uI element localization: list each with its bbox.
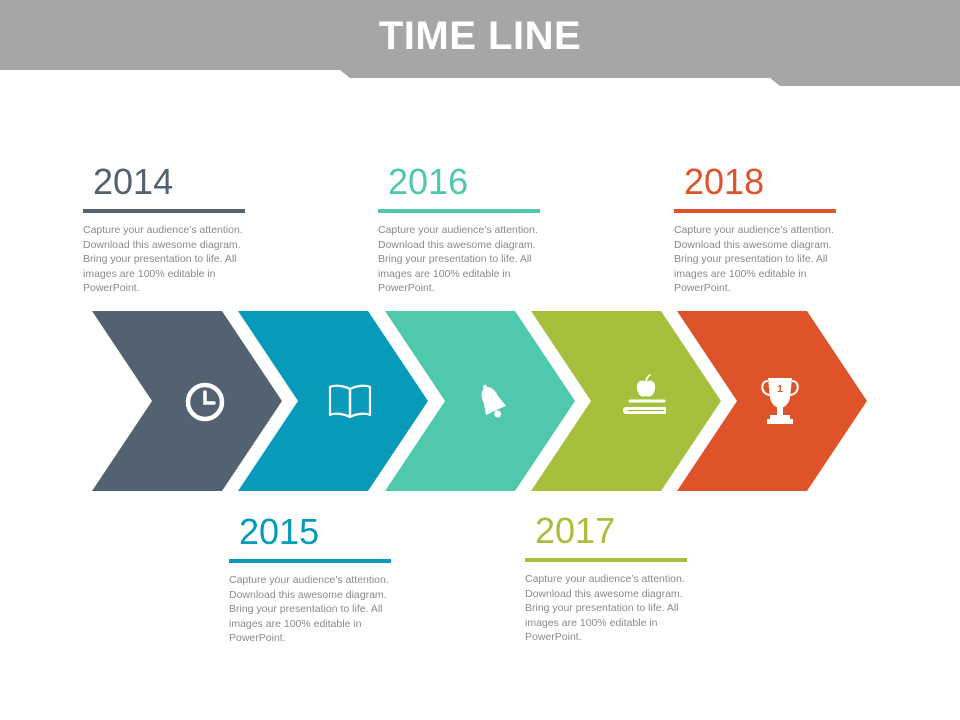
trophy-icon: 1 [761,378,799,424]
page-title: TIME LINE [378,14,582,58]
milestone-description: Capture your audience’s attention. Downl… [83,224,243,294]
chevron-2015 [238,311,428,491]
year-label: 2016 [388,161,469,202]
chevron-2014 [92,311,282,491]
year-underline [229,559,391,563]
milestone-description: Capture your audience’s attention. Downl… [525,573,685,643]
year-underline [525,558,687,562]
chevron-2018: 1 [677,311,867,491]
year-label: 2015 [239,511,320,552]
year-label: 2014 [93,161,174,202]
milestone-description: Capture your audience’s attention. Downl… [229,574,389,644]
chevron-shape-2015 [238,311,428,491]
year-label: 2017 [535,510,616,551]
year-underline [378,209,540,213]
apple-on-book-icon [623,374,666,414]
milestone-description: Capture your audience’s attention. Downl… [674,224,834,294]
milestone-description: Capture your audience’s attention. Downl… [378,224,538,294]
year-underline [83,209,245,213]
header-band-shape [0,0,960,86]
bell-icon [481,384,506,418]
book-icon [328,384,372,419]
svg-text:1: 1 [777,384,783,395]
chevron-shape-2017 [531,311,721,491]
clock-icon [185,382,225,422]
chevron-2017 [531,311,721,491]
chevron-shape-2016 [385,311,575,491]
year-label: 2018 [684,161,765,202]
year-underline [674,209,836,213]
header-band [0,0,960,86]
chevron-2016 [385,311,575,491]
